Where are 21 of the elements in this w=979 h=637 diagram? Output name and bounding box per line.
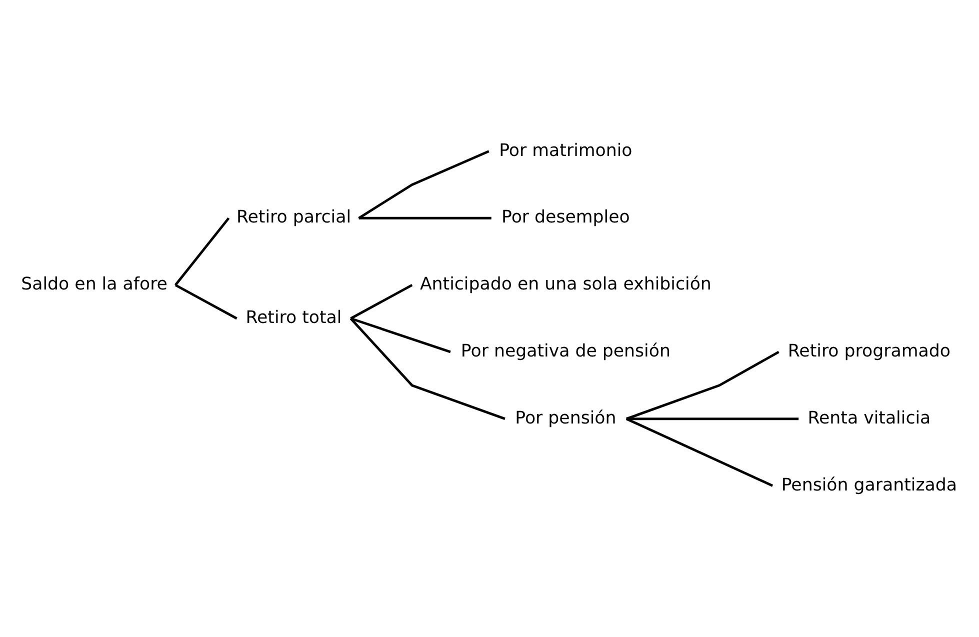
connector xyxy=(350,318,506,420)
node-text: Por matrimonio xyxy=(499,140,632,161)
connector xyxy=(626,418,774,487)
node-text: Retiro total xyxy=(246,308,342,328)
connector xyxy=(350,284,413,320)
connector xyxy=(358,216,492,220)
node-text: Renta vitalicia xyxy=(808,408,931,428)
node-text: Saldo en la afore xyxy=(21,274,168,295)
connector xyxy=(174,217,230,286)
node-text: Pensión garantizada xyxy=(781,475,958,496)
connector xyxy=(626,418,799,420)
connector xyxy=(626,350,780,420)
connector xyxy=(350,317,451,354)
connector xyxy=(174,284,238,320)
node-text: Retiro parcial xyxy=(236,208,352,228)
node-text: Anticipado en una sola exhibición xyxy=(420,274,712,295)
node-text: Por pensión xyxy=(515,408,616,428)
node-text: Por negativa de pensión xyxy=(460,342,670,362)
node-text: Por desempleo xyxy=(502,208,630,228)
connector xyxy=(358,150,490,220)
node-text: Retiro programado xyxy=(788,342,950,362)
